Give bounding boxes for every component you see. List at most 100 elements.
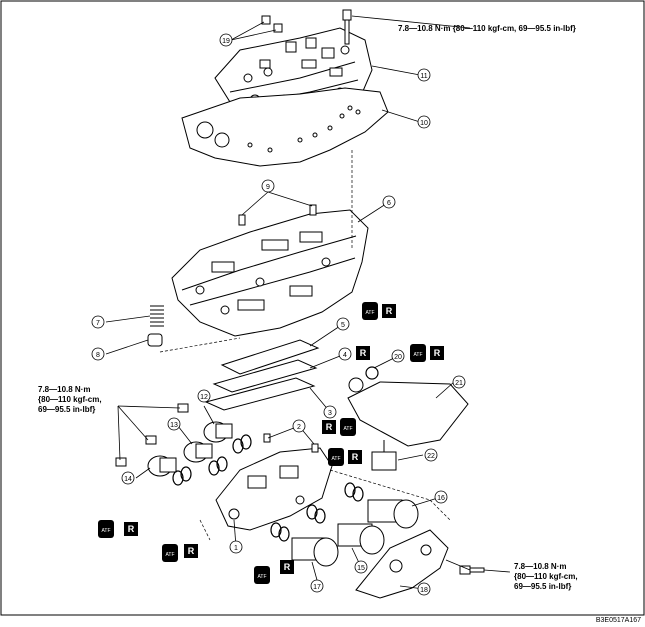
plug-8 — [147, 333, 163, 347]
svg-text:R: R — [284, 562, 291, 572]
r-badge-5: R — [382, 304, 396, 318]
dashed-guides — [199, 469, 451, 541]
callout-18 — [417, 582, 431, 596]
svg-text:7: 7 — [96, 320, 100, 327]
torque-left-line-2: {80—110 kgf-cm, — [38, 395, 102, 404]
svg-text:1: 1 — [234, 545, 238, 552]
callout-circles — [91, 33, 466, 596]
callout-22 — [424, 448, 438, 462]
main-valve-body — [171, 209, 369, 337]
solenoid-16 — [367, 499, 419, 529]
callout-8 — [91, 347, 105, 361]
solenoid-14 — [147, 455, 177, 477]
gasket-plates — [204, 339, 320, 411]
svg-text:13: 13 — [170, 422, 178, 429]
svg-text:R: R — [434, 348, 441, 358]
callout-leaders — [105, 21, 455, 590]
svg-text:ATF: ATF — [165, 552, 174, 558]
svg-text:R: R — [128, 524, 135, 534]
svg-text:9: 9 — [266, 184, 270, 191]
callout-2 — [292, 419, 306, 433]
callout-19 — [219, 33, 233, 47]
svg-text:15: 15 — [357, 565, 365, 572]
callout-4 — [338, 347, 352, 361]
svg-text:3: 3 — [328, 410, 332, 417]
svg-text:R: R — [386, 306, 393, 316]
solenoid-17 — [291, 537, 339, 567]
right-o-rings — [270, 482, 364, 542]
solenoid-13 — [183, 441, 213, 463]
svg-text:R: R — [188, 546, 195, 556]
callout-21 — [452, 375, 466, 389]
svg-text:ATF: ATF — [413, 352, 422, 358]
leader-torque-upper — [351, 15, 471, 29]
leaders-left-torque — [117, 405, 181, 461]
lower-valve-body — [215, 447, 333, 531]
fluid-temp-sensor-22 — [371, 440, 397, 471]
svg-text:2: 2 — [297, 424, 301, 431]
callout-11 — [417, 68, 431, 82]
separator-plate — [181, 87, 389, 167]
atf-badge-17: ATF — [254, 566, 270, 584]
torque-spec-left: 7.8—10.8 N·m {80—110 kgf-cm, 69—95.5 in-… — [38, 385, 102, 415]
callout-numbers: 1 2 3 4 5 6 7 8 9 10 11 12 13 14 15 16 1… — [96, 38, 463, 594]
oil-strainer-21 — [347, 377, 469, 447]
atf-badges: ATF R ATF R R R ATF ATF R ATF R ATF R AT… — [98, 302, 444, 584]
atf-badge-mid: ATF — [328, 448, 344, 466]
callout-7 — [91, 315, 105, 329]
r-badge-3: R — [322, 420, 336, 434]
svg-text:12: 12 — [200, 394, 208, 401]
solenoid-15 — [337, 523, 385, 555]
torque-left-line-1: 7.8—10.8 N·m — [38, 385, 91, 394]
torque-left-line-3: 69—95.5 in-lbf} — [38, 405, 96, 414]
callout-14 — [121, 471, 135, 485]
svg-text:R: R — [352, 452, 359, 462]
callout-1 — [229, 540, 243, 554]
svg-text:ATF: ATF — [365, 310, 374, 316]
callout-6 — [382, 195, 396, 209]
svg-text:ATF: ATF — [257, 574, 266, 580]
svg-text:4: 4 — [343, 352, 347, 359]
svg-text:19: 19 — [222, 38, 230, 45]
torque-right-line-2: {80—110 kgf-cm, — [514, 572, 578, 581]
svg-text:16: 16 — [437, 495, 445, 502]
spring-7 — [150, 305, 164, 327]
r-badge-left: R — [124, 522, 138, 536]
svg-text:17: 17 — [313, 584, 321, 591]
svg-text:ATF: ATF — [101, 528, 110, 534]
svg-text:18: 18 — [420, 587, 428, 594]
figure-code: B3E0517A167 — [595, 617, 641, 624]
left-bolts — [115, 403, 189, 467]
callout-12 — [197, 389, 211, 403]
o-ring-20 — [365, 366, 379, 380]
callout-20 — [391, 349, 405, 363]
bolts-19 — [261, 15, 283, 33]
svg-text:11: 11 — [420, 73, 427, 80]
callout-3 — [323, 405, 337, 419]
callout-15 — [354, 560, 368, 574]
svg-text:5: 5 — [341, 322, 345, 329]
callout-17 — [310, 579, 324, 593]
svg-text:ATF: ATF — [331, 456, 340, 462]
callout-10 — [417, 115, 431, 129]
svg-text:22: 22 — [427, 453, 435, 460]
solenoid-12 — [203, 421, 233, 443]
torque-right-line-3: 69—95.5 in-lbf} — [514, 582, 572, 591]
r-badge-mid: R — [348, 450, 362, 464]
atf-badge-1: ATF — [162, 544, 178, 562]
torque-right-line-1: 7.8—10.8 N·m — [514, 562, 567, 571]
atf-badge-20: ATF — [410, 344, 426, 362]
torque-spec-right: 7.8—10.8 N·m {80—110 kgf-cm, 69—95.5 in-… — [514, 562, 578, 592]
svg-text:10: 10 — [420, 120, 428, 127]
atf-badge-5: ATF — [362, 302, 378, 320]
bracket-18 — [355, 529, 449, 599]
atf-badge-left: ATF — [98, 520, 114, 538]
svg-text:20: 20 — [394, 354, 402, 361]
left-o-rings — [172, 434, 252, 486]
r-badge-1: R — [184, 544, 198, 558]
r-badge-17: R — [280, 560, 294, 574]
callout-9 — [261, 179, 275, 193]
